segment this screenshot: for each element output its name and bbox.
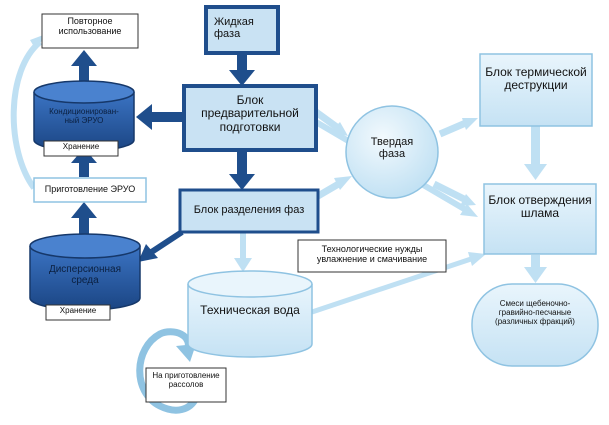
reuse-label: Повторное использование [58,16,122,37]
brine-prep-label: На приготовление рассолов [152,371,220,389]
arrow-dispersion-to-preparation [71,202,97,234]
dispersion-medium-label: Дисперсионная среда [48,264,122,287]
sludge-solidification-label: Блок отверждения шлама [488,193,592,221]
arrow-thermal-to-solidification [524,126,547,180]
preparation-eruo-label: Приготовление ЭРУО [44,184,136,194]
arrow-separation-to-water [234,232,252,272]
brine-prep-box [145,367,227,403]
mixtures-label: Смеси щебеночно-гравийно-песчаные (разли… [495,299,575,326]
arrow-solid-to-thermal [438,118,478,138]
phase-separation-label: Блок разделения фаз [193,204,305,216]
arrow-liquid-to-preprocessing [229,52,255,86]
thermal-destruction-label: Блок термической деструкции [485,65,587,93]
storage-bottom-box [45,304,111,321]
arrow-preprocessing-to-conditioned [136,104,184,130]
liquid-phase-box [204,5,280,55]
reuse-box [41,13,139,49]
technical-water-label: Техническая вода [200,303,300,317]
conditioned-eruo-cylinder [33,80,135,152]
arrow-conditioned-to-reuse [71,50,97,82]
thermal-destruction-box [479,53,593,127]
technical-water-cylinder [187,270,313,358]
solid-phase-circle [345,105,439,199]
arrow-separation-to-dispersion [138,229,184,262]
storage-top-label: Хранение [62,142,100,151]
arrow-water-to-solidification [311,252,486,315]
arrow-preprocessing-to-separation [229,150,255,190]
tech-needs-label: Технологические нужды увлажнение и смачи… [316,244,428,265]
tech-needs-box [297,239,447,273]
conditioned-eruo-label: Кондиционирован-ный ЭРУО [49,107,119,125]
preprocessing-label: Блок предварительной подготовки [201,93,299,134]
storage-top-box [43,140,119,157]
storage-bottom-label: Хранение [59,306,97,315]
phase-separation-box [178,188,320,234]
arrow-solidification-to-mixtures [524,255,547,283]
liquid-phase-label: Жидкая фаза [214,16,254,41]
arrow-separation-to-solid [316,176,352,200]
preparation-eruo-box [33,177,147,203]
preprocessing-box [182,84,318,152]
dispersion-medium-cylinder [29,233,141,311]
mixtures-box [471,283,599,367]
arrow-solid-to-solidification [432,180,476,206]
sludge-solidification-box [483,183,597,255]
solid-phase-label: Твердая фаза [370,136,414,161]
